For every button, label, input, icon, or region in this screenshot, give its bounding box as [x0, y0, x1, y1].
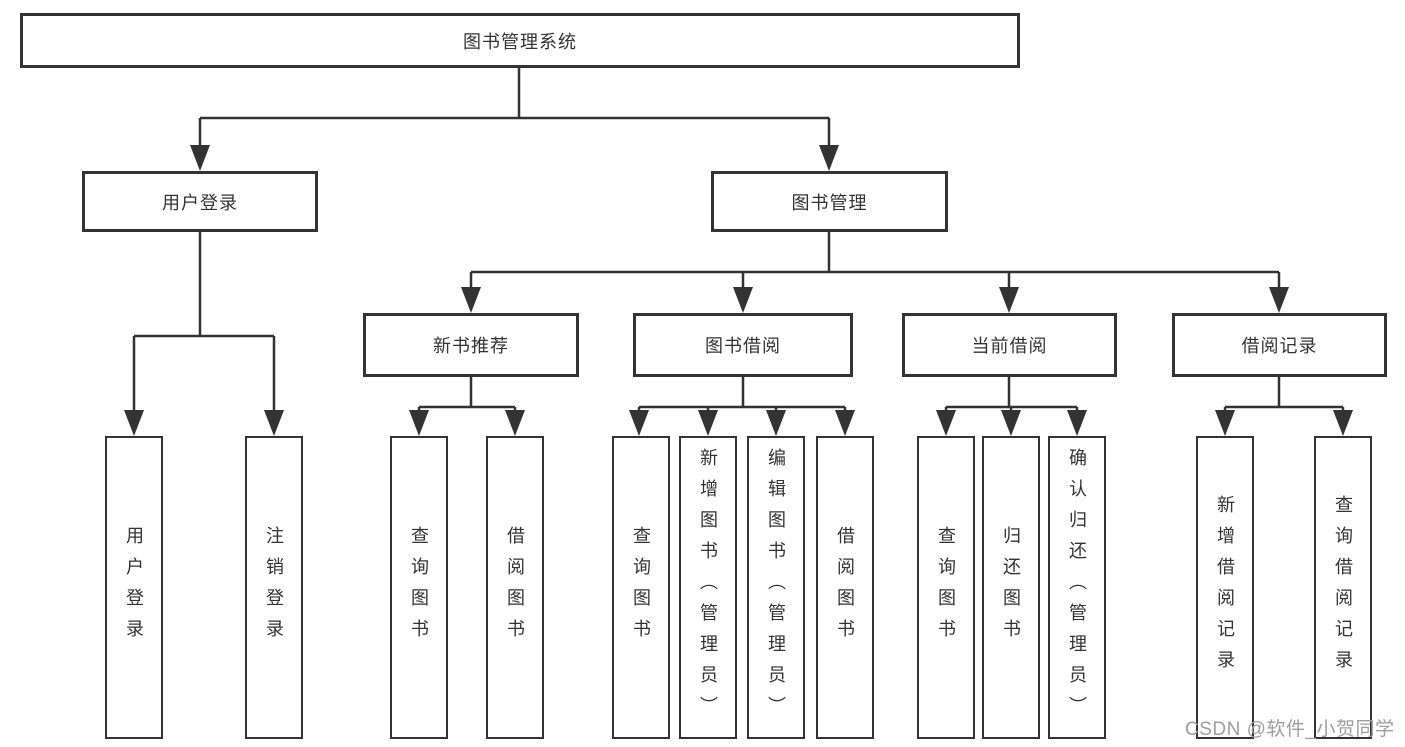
leaf-query-books: 查询图书 — [612, 436, 670, 739]
leaf-query-books-label: 查询图书 — [631, 525, 651, 650]
leaf-return-books-label: 归还图书 — [1001, 525, 1021, 650]
leaf-borrow-books-label: 借阅图书 — [835, 525, 855, 650]
leaf-add-books-admin: 新增图书（管理员） — [679, 436, 737, 739]
leaf-query-borrow-record-label: 查询借阅记录 — [1333, 494, 1353, 681]
leaf-user-login-label: 用户登录 — [124, 525, 144, 650]
leaf-confirm-return-admin: 确认归还（管理员） — [1048, 436, 1106, 739]
root-node-label: 图书管理系统 — [463, 31, 577, 52]
node-user-login-label: 用户登录 — [162, 192, 238, 213]
node-user-login: 用户登录 — [82, 171, 318, 232]
node-new-book-recommend-label: 新书推荐 — [433, 336, 509, 356]
leaf-logout: 注销登录 — [245, 436, 303, 739]
node-book-borrow-label: 图书借阅 — [705, 336, 781, 356]
node-new-book-recommend: 新书推荐 — [363, 313, 579, 377]
leaf-edit-books-admin: 编辑图书（管理员） — [747, 436, 805, 739]
node-book-borrow: 图书借阅 — [633, 313, 853, 377]
leaf-borrow-books-recommend-label: 借阅图书 — [505, 525, 525, 650]
node-current-borrow-label: 当前借阅 — [971, 336, 1048, 356]
leaf-return-books: 归还图书 — [982, 436, 1040, 739]
node-book-management-label: 图书管理 — [791, 192, 868, 213]
node-borrow-records-label: 借阅记录 — [1241, 336, 1318, 356]
leaf-logout-label: 注销登录 — [264, 525, 284, 650]
leaf-query-books-current-label: 查询图书 — [936, 525, 956, 650]
leaf-edit-books-admin-label: 编辑图书（管理员） — [766, 448, 786, 727]
leaf-query-books-recommend: 查询图书 — [390, 436, 448, 739]
leaf-query-books-recommend-label: 查询图书 — [409, 525, 429, 650]
leaf-user-login: 用户登录 — [105, 436, 163, 739]
watermark: CSDN @软件_小贺同学 — [1185, 719, 1395, 740]
node-book-management: 图书管理 — [711, 171, 948, 232]
leaf-add-borrow-record-label: 新增借阅记录 — [1215, 494, 1235, 681]
node-current-borrow: 当前借阅 — [902, 313, 1117, 377]
root-node: 图书管理系统 — [20, 13, 1020, 68]
leaf-query-borrow-record: 查询借阅记录 — [1314, 436, 1372, 739]
node-borrow-records: 借阅记录 — [1172, 313, 1387, 377]
leaf-query-books-current: 查询图书 — [917, 436, 975, 739]
leaf-confirm-return-admin-label: 确认归还（管理员） — [1067, 448, 1087, 727]
leaf-add-borrow-record: 新增借阅记录 — [1196, 436, 1254, 739]
leaf-add-books-admin-label: 新增图书（管理员） — [698, 448, 718, 727]
leaf-borrow-books-recommend: 借阅图书 — [486, 436, 544, 739]
leaf-borrow-books: 借阅图书 — [816, 436, 874, 739]
